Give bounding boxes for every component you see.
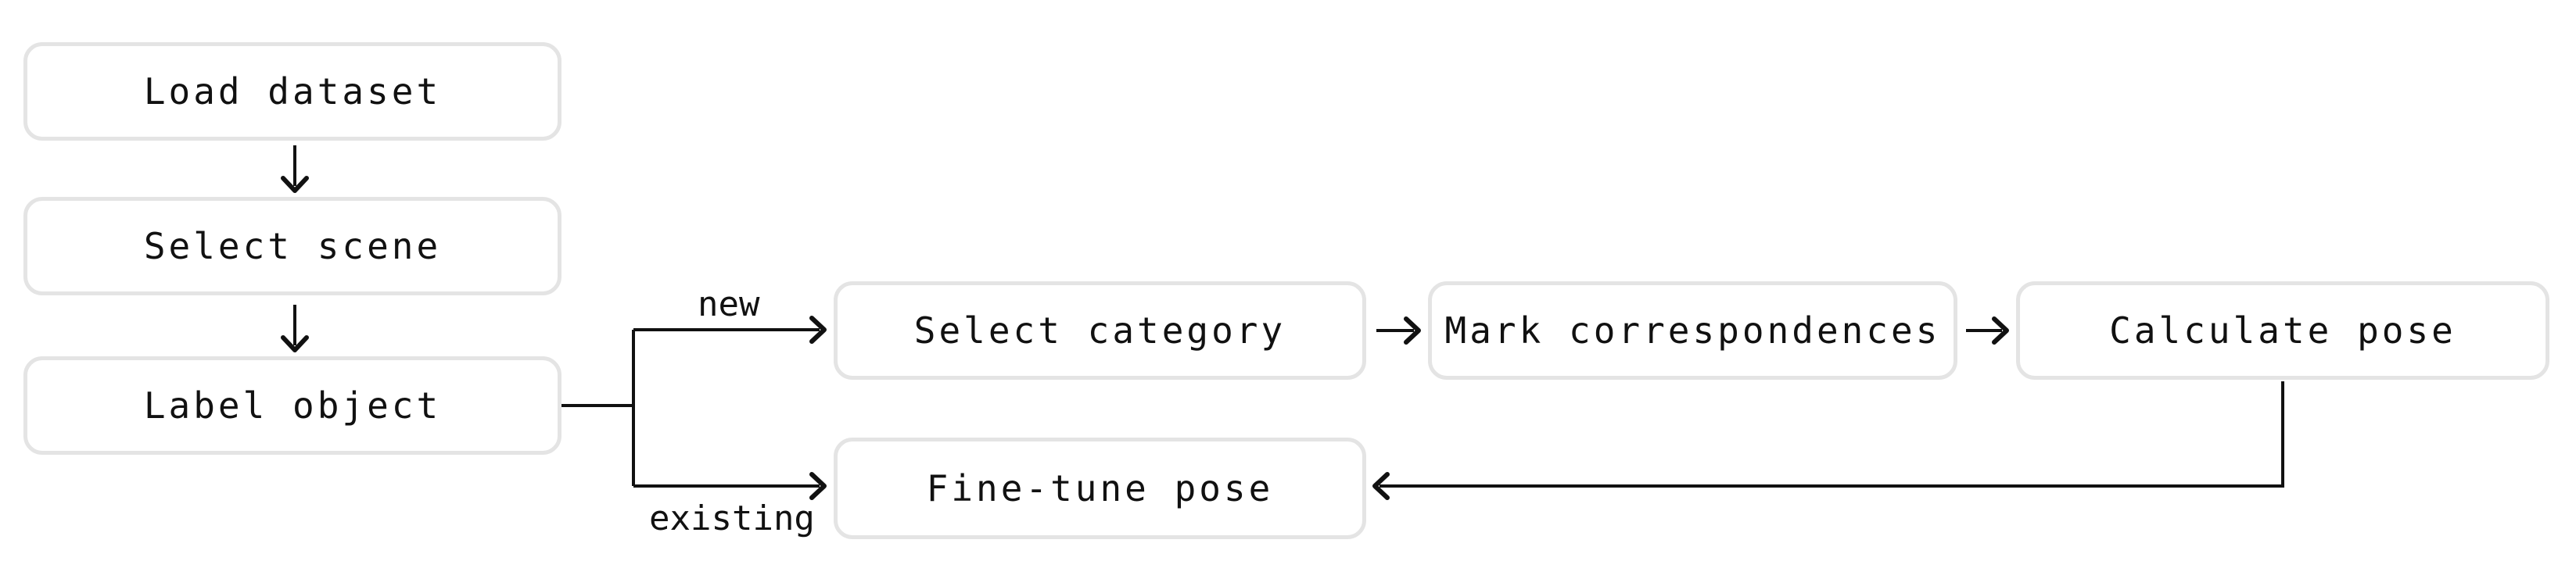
node-calculate-pose-label: Calculate pose [2109,309,2456,352]
arrowhead-new [809,316,827,344]
node-select-category-label: Select category [913,309,1286,352]
node-load-dataset: Load dataset [23,42,561,141]
node-fine-tune-pose: Fine-tune pose [834,438,1366,539]
node-load-dataset-label: Load dataset [143,70,442,113]
arrowhead-calculate [1992,316,2009,345]
node-mark-correspondences-label: Mark correspondences [1444,309,1941,352]
node-select-category: Select category [834,281,1366,380]
edge-label-existing: existing [649,499,815,538]
arrowhead-down-1 [281,176,309,193]
node-select-scene: Select scene [23,197,561,295]
arrowhead-fine-tune [1372,472,1390,500]
node-select-scene-label: Select scene [143,225,442,267]
return-calculate-pose-to-fine-tune [1379,381,2284,488]
node-calculate-pose: Calculate pose [2016,281,2549,380]
arrowhead-existing [809,472,827,500]
node-label-object: Label object [23,356,561,455]
node-mark-correspondences: Mark correspondences [1428,281,1957,380]
edge-label-new: new [698,284,760,324]
arrowhead-down-2 [281,335,309,352]
arrowhead-mark [1404,316,1421,345]
node-fine-tune-pose-label: Fine-tune pose [926,467,1274,509]
node-label-object-label: Label object [143,384,442,427]
